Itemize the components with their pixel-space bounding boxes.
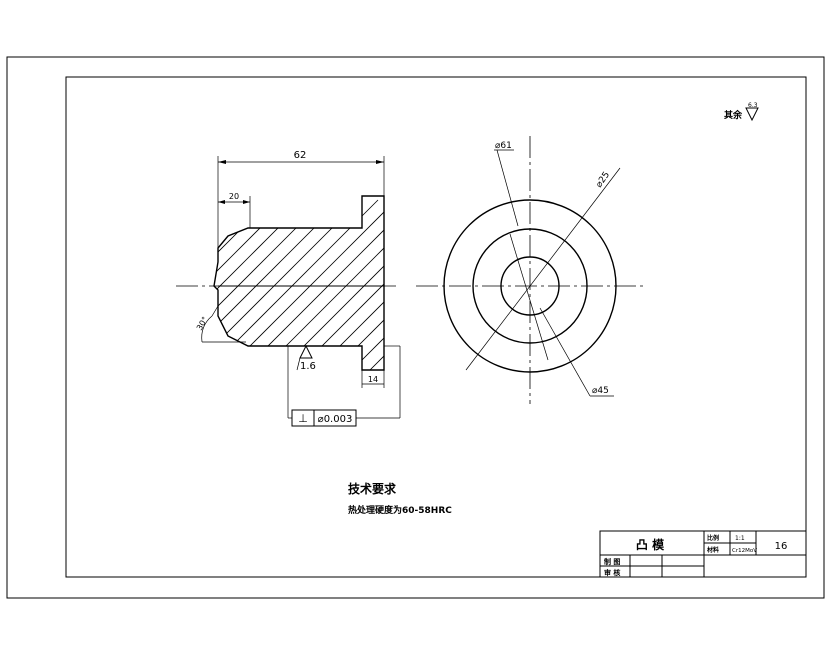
title-block: 凸 模 比例 1:1 材料 Cr12MoV 16 制 图 审 核 [599,530,807,578]
drawn-label: 制 图 [604,557,620,566]
dia-45-text: ⌀45 [592,386,609,396]
sheet-number: 16 [775,541,788,552]
roughness-label: 其余 [724,109,743,121]
inner-frame [65,76,807,578]
side-view: 62 20 30° 1.6 14 ⊥ ⌀0.003 [176,150,401,427]
dim-20-text: 20 [229,192,239,201]
part-outline [213,195,385,371]
roughness-note: 其余 6.3 [724,102,759,122]
dim-62-text: 62 [294,150,307,161]
dim-14-text: 14 [368,375,378,384]
checked-label: 审 核 [604,568,620,577]
dia-25-text: ⌀25 [594,170,612,190]
dia-61-text: ⌀61 [495,141,512,151]
perpendicularity-symbol: ⊥ [298,412,308,425]
material-label: 材料 [706,546,719,554]
tolerance-value: ⌀0.003 [318,414,353,425]
surface-finish-text: 1.6 [300,361,316,372]
scale-value: 1:1 [735,535,745,542]
material-value: Cr12MoV [732,548,757,554]
tolerance-frame: ⊥ ⌀0.003 [291,409,357,427]
front-view: ⌀61 ⌀25 ⌀45 [416,136,646,404]
tech-requirements-title: 技术要求 [348,481,397,496]
dim-30-text: 30° [195,315,210,332]
scale-label: 比例 [707,534,719,542]
outer-frame [6,56,825,599]
tech-requirements-line1: 热处理硬度为60-58HRC [348,504,452,516]
roughness-value: 6.3 [748,102,758,109]
part-name: 凸 模 [636,537,665,552]
